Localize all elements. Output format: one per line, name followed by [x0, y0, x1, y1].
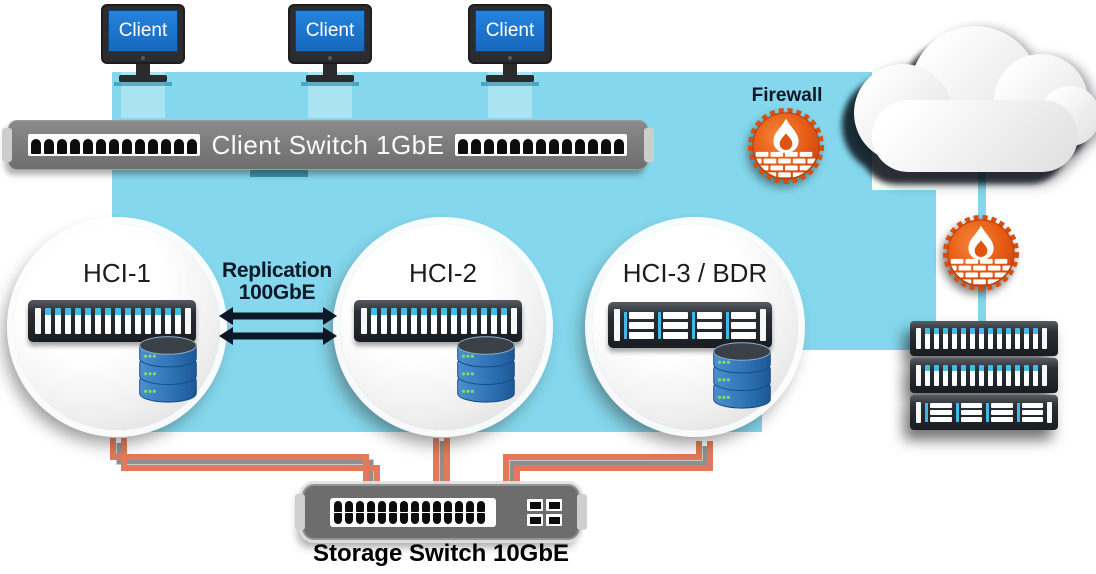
firewall-icon [747, 107, 825, 185]
port-group [330, 498, 496, 527]
monitor-stand [136, 64, 150, 75]
monitor-screen: Client [295, 10, 365, 52]
monitor-base [306, 75, 354, 82]
drive-bay [925, 403, 952, 422]
client-switch: Client Switch 1GbE [2, 120, 654, 170]
monitor-shadow [301, 82, 359, 86]
server-endcap [35, 308, 41, 334]
server-slats [371, 308, 507, 334]
server-rack-icon [910, 321, 1058, 430]
rack-server-icon [354, 300, 522, 342]
replication-label: Replication 100GbE [210, 260, 344, 304]
server-slats [45, 308, 181, 334]
drive-bay [624, 311, 654, 339]
rack-server-icon [910, 358, 1058, 393]
firewall-label: Firewall [751, 85, 823, 106]
monitor-stand [503, 64, 517, 75]
server-endcap [511, 308, 517, 334]
drive-bay [726, 311, 756, 339]
server-endcap [916, 365, 921, 386]
monitor-bezel: Client [101, 4, 185, 64]
storage-server-icon [910, 395, 1058, 430]
server-endcap [614, 309, 620, 341]
hci-node-label: HCI-1 [83, 258, 151, 288]
server-endcap [916, 328, 921, 349]
hci-node-label: HCI-3 / BDR [622, 258, 768, 288]
drive-bay [955, 403, 982, 422]
drive-bay [658, 311, 688, 339]
replication-speed: 100GbE [238, 281, 316, 304]
hci-node-label: HCI-2 [409, 258, 477, 288]
server-endcap [185, 308, 191, 334]
cloud-icon [848, 16, 1096, 192]
cloud-to-firewall-link [978, 172, 986, 222]
sfp-ports-icon [527, 499, 562, 526]
storage-switch-label: Storage Switch 10GbE [312, 540, 570, 567]
monitor-screen: Client [108, 10, 178, 52]
monitor-base [119, 75, 167, 82]
monitor-bezel: Client [468, 4, 552, 64]
ethernet-ports-icon [334, 501, 492, 512]
rack-server-icon [28, 300, 196, 342]
drive-bay [692, 311, 722, 339]
firewall-to-rack-link [978, 286, 986, 346]
server-endcap [760, 309, 766, 341]
client-switch-label: Client Switch 1GbE [211, 130, 445, 160]
drive-bay [1016, 403, 1043, 422]
switch-shadow-notch [250, 170, 308, 177]
port-group [28, 134, 200, 156]
cloud-base [872, 100, 1078, 172]
client-monitor-icon: Client [101, 4, 185, 86]
storage-switch [295, 484, 587, 540]
server-slats [925, 328, 1038, 349]
ethernet-ports-icon [334, 513, 492, 524]
server-endcap [361, 308, 367, 334]
firewall-icon [942, 214, 1020, 292]
rack-server-icon [910, 321, 1058, 356]
ethernet-ports-icon [31, 139, 197, 154]
client-label: Client [485, 20, 535, 41]
monitor-stand [323, 64, 337, 75]
storage-server-icon [608, 302, 772, 348]
monitor-screen: Client [475, 10, 545, 52]
port-group [455, 134, 627, 156]
client-label: Client [305, 20, 355, 41]
client-monitor-icon: Client [468, 4, 552, 86]
database-icon [139, 336, 197, 403]
client-monitor-icon: Client [288, 4, 372, 86]
server-endcap [1047, 402, 1052, 423]
server-slats [925, 365, 1038, 386]
client-label: Client [118, 20, 168, 41]
database-icon [713, 342, 771, 409]
monitor-shadow [114, 82, 172, 86]
hci-node-3-bdr: HCI-3 / BDR [592, 224, 798, 430]
monitor-bezel: Client [288, 4, 372, 64]
hci-node-2: HCI-2 [340, 224, 546, 430]
hci-node-1: HCI-1 [14, 224, 220, 430]
replication-title: Replication [222, 259, 332, 282]
monitor-shadow [481, 82, 539, 86]
ethernet-ports-icon [458, 139, 624, 154]
server-endcap [1042, 365, 1047, 386]
monitor-base [486, 75, 534, 82]
database-icon [457, 336, 515, 403]
drive-bay [986, 403, 1013, 422]
double-arrow-icon [219, 307, 337, 345]
server-endcap [1042, 328, 1047, 349]
server-endcap [916, 402, 921, 423]
